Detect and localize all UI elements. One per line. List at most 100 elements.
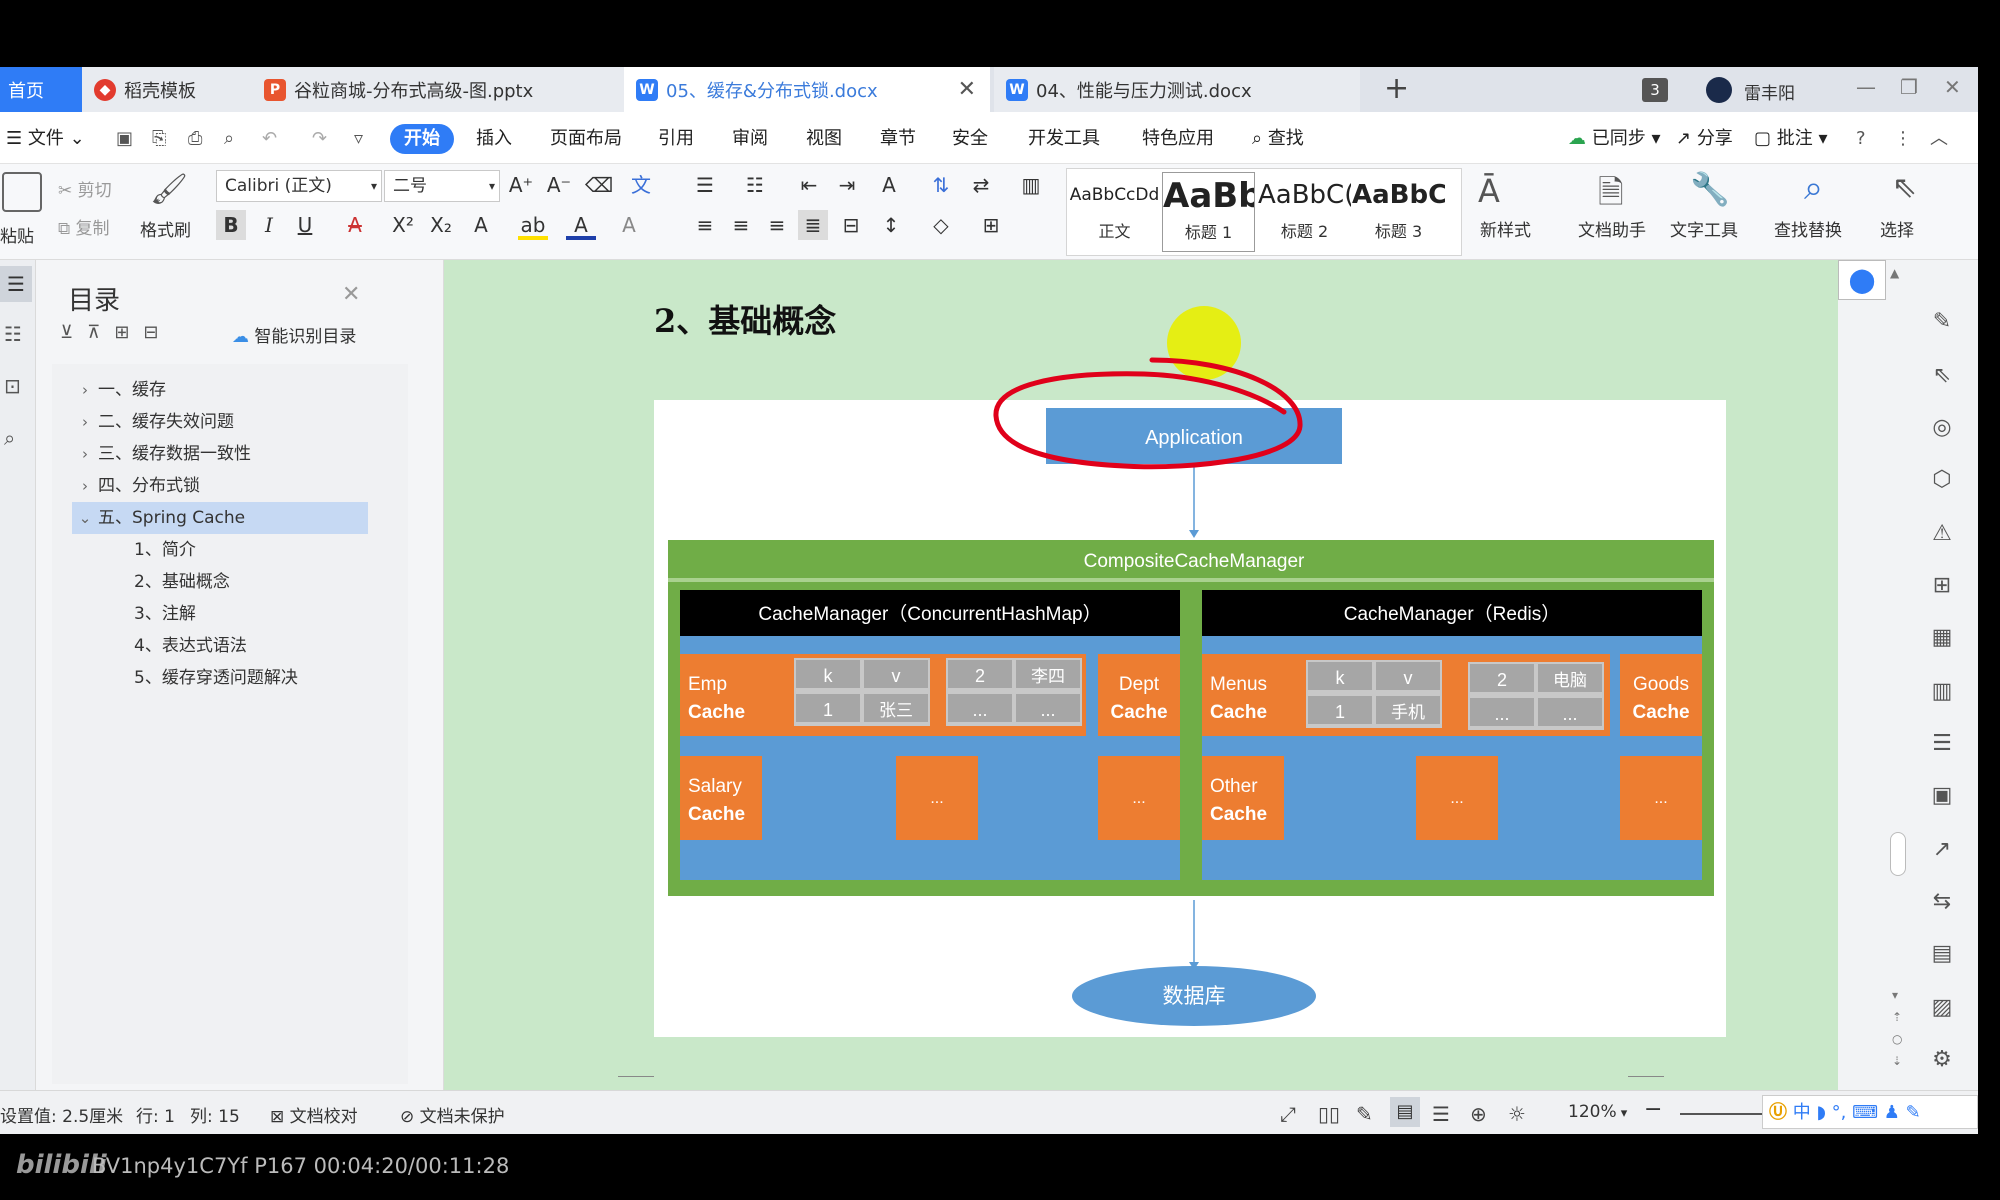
align-right-icon[interactable]: ≡ <box>768 213 786 237</box>
paste-button[interactable]: 粘贴 <box>0 227 34 247</box>
line-spacing-icon[interactable]: ↕ <box>882 213 900 237</box>
toc-item[interactable]: ›三、缓存数据一致性 <box>72 438 368 470</box>
font-size-select[interactable]: 二号 ▾ <box>384 170 500 202</box>
fullscreen-icon[interactable]: ⤢ <box>1280 1102 1296 1126</box>
toc-subitem[interactable]: 3、注解 <box>134 604 196 624</box>
bookmark-icon[interactable]: ⊡ <box>4 374 21 398</box>
toc-item[interactable]: ›四、分布式锁 <box>72 470 368 502</box>
text-effect-icon[interactable]: A <box>474 213 488 237</box>
table-layout-icon[interactable]: ▥ <box>1021 173 1041 197</box>
reading-view-icon[interactable]: ▯▯ <box>1318 1102 1341 1126</box>
italic-icon[interactable]: I <box>265 213 273 237</box>
share-button[interactable]: ↗ 分享 <box>1676 124 1733 154</box>
web-view-icon[interactable]: ⊕ <box>1470 1102 1487 1126</box>
menu-insert[interactable]: 插入 <box>476 128 512 149</box>
settings-icon[interactable]: ⚙ <box>1932 1047 1952 1072</box>
sort-icon[interactable]: ⇅ <box>932 173 950 197</box>
align-left-icon[interactable]: ≡ <box>696 213 714 237</box>
collapse-ribbon-icon[interactable]: ︿ <box>1930 128 1948 149</box>
align-center-icon[interactable]: ≡ <box>732 213 750 237</box>
strikethrough-icon[interactable]: A <box>348 213 362 237</box>
cache-architecture-diagram[interactable]: Application CompositeCacheManager CacheM… <box>654 400 1726 1037</box>
wrench-icon[interactable]: 🔧 <box>1690 170 1730 208</box>
shading-icon[interactable]: ◇ <box>933 213 949 237</box>
zoom-slider[interactable] <box>1680 1113 1770 1115</box>
text-direction-icon[interactable]: A <box>882 173 896 197</box>
zoom-level[interactable]: 120% ▾ <box>1568 1102 1627 1122</box>
gauge-icon[interactable]: ◎ <box>1932 415 1952 440</box>
archive-icon[interactable]: ▤ <box>1931 941 1953 966</box>
font-name-select[interactable]: Calibri (正文) ▾ <box>216 170 382 202</box>
close-window-icon[interactable]: ✕ <box>1944 75 1961 99</box>
smart-detect-toc[interactable]: ☁ 智能识别目录 <box>232 322 356 347</box>
style-heading-3[interactable]: AaBbC( 标题 3 <box>1352 172 1445 252</box>
subscript-icon[interactable]: X₂ <box>430 213 452 237</box>
format-painter-button[interactable]: 格式刷 <box>140 221 191 241</box>
superscript-icon[interactable]: X² <box>392 213 414 237</box>
grow-font-icon[interactable]: A⁺ <box>508 173 534 197</box>
new-style-icon[interactable]: Ā <box>1478 172 1500 210</box>
toc-item-selected[interactable]: ⌄五、Spring Cache <box>72 502 368 534</box>
print-preview-icon[interactable]: ⌕ <box>224 128 235 149</box>
tab-docx-active[interactable]: W 05、缓存&分布式锁.docx ✕ <box>624 67 990 112</box>
toc-subitem[interactable]: 4、表达式语法 <box>134 636 247 656</box>
section-heading[interactable]: 2、基础概念 <box>654 302 837 340</box>
page-nav-icons[interactable]: ▾⇡○⇣ <box>1892 988 1903 1068</box>
find-icon[interactable]: ⌕ <box>4 426 16 450</box>
doc-assistant-button[interactable]: 文档助手 <box>1578 221 1646 241</box>
proofread-button[interactable]: ⊠ 文档校对 <box>270 1102 358 1127</box>
style-normal[interactable]: AaBbCcDd 正文 <box>1068 172 1161 252</box>
menu-layout[interactable]: 页面布局 <box>550 128 622 149</box>
cut-button[interactable]: ✂ 剪切 <box>58 176 112 201</box>
triangle-icon[interactable]: ⚠ <box>1932 521 1952 546</box>
outline-view-icon[interactable]: ☰ <box>1432 1102 1450 1126</box>
menu-start[interactable]: 开始 <box>390 124 454 154</box>
toc-expand-collapse-icons[interactable]: ⊻⊼⊞⊟ <box>60 322 173 343</box>
text-tools-button[interactable]: 文字工具 <box>1670 221 1738 241</box>
vertical-scrollbar-thumb[interactable] <box>1890 832 1906 876</box>
decrease-indent-icon[interactable]: ⇤ <box>800 173 818 197</box>
toc-subitem[interactable]: 5、缓存穿透问题解决 <box>134 668 298 688</box>
new-tab-button[interactable]: + <box>1384 71 1410 106</box>
menu-security[interactable]: 安全 <box>952 128 988 149</box>
sliders-icon[interactable]: ☰ <box>1932 731 1952 756</box>
eye-care-icon[interactable]: ☼ <box>1508 1102 1526 1126</box>
bold-icon[interactable]: B <box>216 210 246 240</box>
menu-features[interactable]: 特色应用 <box>1142 128 1214 149</box>
redo-icon[interactable]: ↷ <box>312 128 328 149</box>
justify-icon[interactable]: ≣ <box>798 210 828 240</box>
avatar[interactable] <box>1706 77 1732 103</box>
toc-item[interactable]: ›二、缓存失效问题 <box>72 406 368 438</box>
toc-subitem[interactable]: 2、基础概念 <box>134 572 230 592</box>
copy-button[interactable]: ⧉ 复制 <box>58 214 110 239</box>
toc-item[interactable]: ›一、缓存 <box>72 374 368 406</box>
clear-format-icon[interactable]: ⌫ <box>584 173 614 197</box>
menu-file[interactable]: ☰ 文件 ⌄ <box>6 124 85 154</box>
page-view-icon[interactable]: ▤ <box>1390 1097 1420 1127</box>
protection-status[interactable]: ⊘ 文档未保护 <box>400 1102 505 1127</box>
find-replace-icon[interactable]: ⌕ <box>1804 168 1824 208</box>
style-heading-2[interactable]: AaBbC( 标题 2 <box>1258 172 1351 252</box>
location-pin-icon[interactable]: ⬤ <box>1838 260 1886 300</box>
border-icon[interactable]: ⊞ <box>982 213 1000 237</box>
shapes-icon[interactable]: ⬡ <box>1932 467 1952 492</box>
export-icon[interactable]: ↗ <box>1932 837 1952 862</box>
scroll-up-icon[interactable]: ▲ <box>1890 266 1900 280</box>
close-icon[interactable]: ✕ <box>342 282 361 307</box>
sync-status[interactable]: ☁ 已同步 ▾ <box>1568 124 1661 154</box>
underline-icon[interactable]: U <box>297 213 313 237</box>
show-marks-icon[interactable]: ⇄ <box>972 173 990 197</box>
bullet-list-icon[interactable]: ☰ <box>696 173 714 197</box>
annotate-button[interactable]: ▢ 批注 ▾ <box>1754 124 1828 154</box>
menu-devtools[interactable]: 开发工具 <box>1028 128 1100 149</box>
export-icon[interactable]: ⎘ <box>152 128 167 149</box>
toc-subitem[interactable]: 1、简介 <box>134 540 196 560</box>
more-icon[interactable]: ⋮ <box>1894 128 1912 149</box>
select-button[interactable]: 选择 <box>1880 221 1914 241</box>
highlight-icon[interactable]: ab <box>518 210 548 240</box>
tab-home[interactable]: 首页 <box>0 67 82 112</box>
style-heading-1[interactable]: AaBb 标题 1 <box>1162 172 1255 252</box>
tab-docx-2[interactable]: W 04、性能与压力测试.docx <box>994 67 1360 112</box>
save-icon[interactable]: ▣ <box>116 128 134 149</box>
menu-references[interactable]: 引用 <box>658 128 694 149</box>
